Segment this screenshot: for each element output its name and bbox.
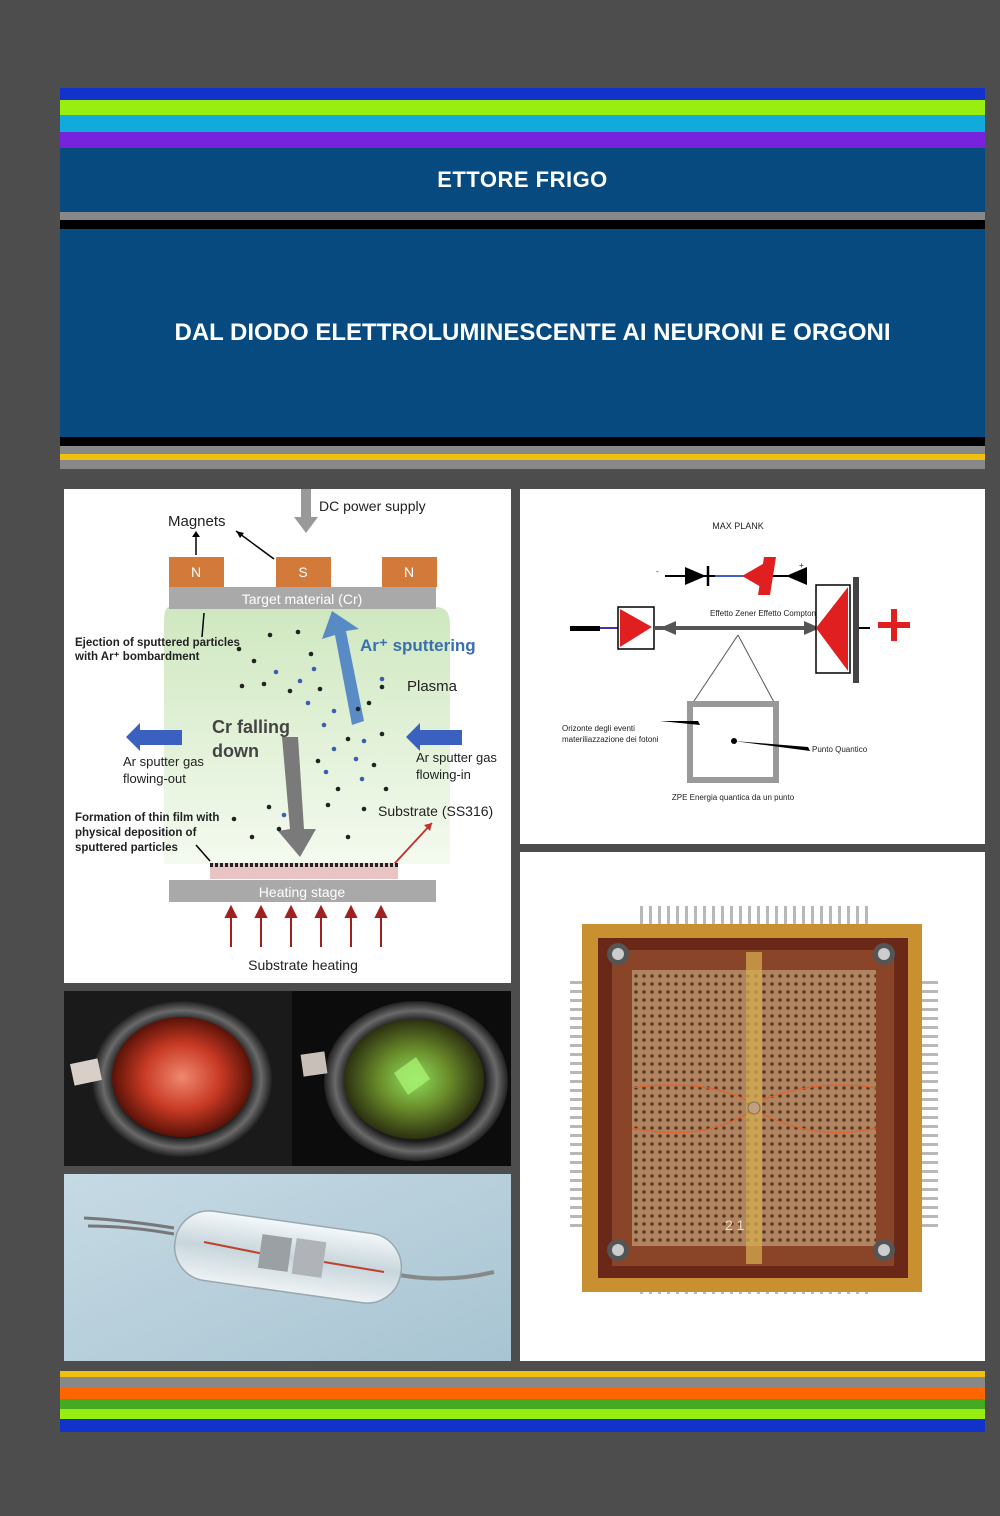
top-band-purple bbox=[60, 132, 985, 148]
glass-tube-photo bbox=[64, 1174, 511, 1361]
divider-black bbox=[60, 220, 985, 229]
minus-small: - bbox=[656, 567, 659, 576]
plasma-chamber bbox=[164, 607, 450, 864]
author-name: ETTORE FRIGO bbox=[60, 148, 985, 212]
bottom-band-lime bbox=[60, 1409, 985, 1419]
right-prism-icon bbox=[816, 587, 848, 671]
divider-gray-2 bbox=[60, 446, 985, 454]
horizon-label-1: Orizonte degli eventi bbox=[562, 724, 635, 733]
target-plate bbox=[169, 587, 436, 609]
divider-yellow bbox=[60, 454, 985, 460]
magnet-n2-label: N bbox=[404, 564, 414, 580]
heating-stage-label: Heating stage bbox=[259, 884, 346, 900]
gas-in-label-1: Ar sputter gas bbox=[416, 750, 497, 765]
quantum-point-label: Punto Quantico bbox=[812, 745, 868, 754]
board-marking: 2 1 bbox=[725, 1217, 745, 1233]
magnet-n-right bbox=[382, 557, 437, 587]
ar-sputtering-arrow bbox=[322, 611, 364, 727]
formation-label-3: sputtered particles bbox=[75, 842, 178, 854]
magnets-label: Magnets bbox=[168, 513, 226, 530]
bottom-band-blue bbox=[60, 1419, 985, 1432]
magnet-n-left bbox=[169, 557, 224, 587]
divider-gray-3 bbox=[60, 460, 985, 469]
ejection-label-1: Ejection of sputtered particles bbox=[75, 637, 240, 649]
magnet-n1-label: N bbox=[191, 564, 201, 580]
gas-out-arrow bbox=[126, 723, 182, 751]
quantum-diagram: MAX PLANK - + Effetto Zener Effetto Comp… bbox=[520, 489, 985, 844]
target-label: Target material (Cr) bbox=[242, 591, 363, 607]
gas-out-label-2: flowing-out bbox=[123, 771, 186, 786]
magnet-s bbox=[276, 557, 331, 587]
ar-sputtering-label: Ar⁺ sputtering bbox=[360, 636, 476, 655]
gas-out-label-1: Ar sputter gas bbox=[123, 754, 204, 769]
formation-label-2: physical deposition of bbox=[75, 827, 197, 839]
sputtering-diagram: DC power supply Magnets N S N Target mat… bbox=[64, 489, 511, 983]
substrate-label: Substrate (SS316) bbox=[378, 803, 493, 819]
substrate-film bbox=[210, 863, 398, 879]
minus-sign bbox=[570, 626, 600, 631]
divider-gray bbox=[60, 212, 985, 220]
plus-small: + bbox=[799, 561, 804, 570]
bottom-band-gray bbox=[60, 1377, 985, 1387]
bottom-band-green bbox=[60, 1399, 985, 1409]
heating-arrows bbox=[224, 904, 388, 947]
tube-lead bbox=[393, 1270, 495, 1281]
top-band-blue bbox=[60, 88, 985, 100]
top-band-lime bbox=[60, 100, 985, 115]
cr-falling-label-2: down bbox=[212, 741, 259, 761]
book-title: DAL DIODO ELETTROLUMINESCENTE AI NEURONI… bbox=[60, 229, 985, 437]
max-plank-label: MAX PLANK bbox=[712, 521, 764, 531]
effects-label: Effetto Zener Effetto Compton bbox=[710, 609, 816, 618]
core-memory-board-photo: 2 1 bbox=[520, 852, 985, 1361]
gas-in-label-2: flowing-in bbox=[416, 767, 471, 782]
cr-falling-label-1: Cr falling bbox=[212, 717, 290, 737]
substrate-heating-label: Substrate heating bbox=[248, 957, 358, 973]
bottom-band-yellow bbox=[60, 1371, 985, 1377]
cr-falling-arrow bbox=[278, 737, 316, 857]
zpe-label: ZPE Energia quantica da un punto bbox=[672, 793, 795, 802]
left-prism-icon bbox=[620, 609, 652, 647]
sputtered-particles bbox=[231, 629, 389, 840]
heating-stage bbox=[169, 880, 436, 902]
horizon-label-2: materiliazzazione dei fotoni bbox=[562, 735, 659, 744]
bottom-band-orange bbox=[60, 1387, 985, 1399]
ejection-label-2: with Ar⁺ bombardment bbox=[74, 651, 200, 663]
formation-label-1: Formation of thin film with bbox=[75, 812, 219, 824]
top-band-cyan bbox=[60, 115, 985, 132]
gas-in-arrow bbox=[406, 723, 462, 751]
glow-lamps-photo bbox=[64, 991, 511, 1166]
plasma-label: Plasma bbox=[407, 678, 458, 695]
magnet-s-label: S bbox=[298, 564, 307, 580]
diode-icon bbox=[685, 567, 706, 585]
divider-black-2 bbox=[60, 437, 985, 446]
mounting-holes bbox=[607, 943, 895, 1261]
dc-power-label: DC power supply bbox=[319, 498, 426, 514]
red-glow-lamp bbox=[112, 1017, 252, 1137]
